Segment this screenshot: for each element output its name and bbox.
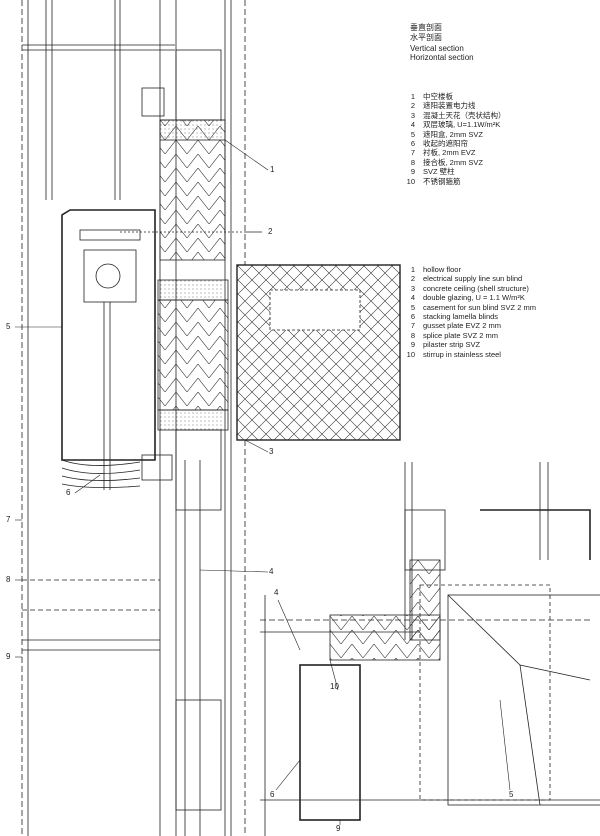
legend-num: 6	[410, 312, 415, 322]
legend-item: 8 splice plate SVZ 2 mm	[400, 331, 536, 340]
legend-text: stacking lamella blinds	[423, 312, 499, 322]
legend-num: 1	[410, 92, 415, 101]
legend-num: 7	[410, 148, 415, 158]
legend-num: 3	[410, 110, 415, 120]
legend-num: 8	[410, 157, 415, 167]
legend-text: 衬板, 2mm EVZ	[423, 148, 476, 158]
legend-item: 5 遮阳盒, 2mm SVZ	[400, 130, 506, 139]
callout-9: 9	[6, 652, 11, 661]
legend-item: 7 衬板, 2mm EVZ	[400, 148, 506, 157]
legend-text: pilaster strip SVZ	[423, 340, 481, 350]
legend-text: splice plate SVZ 2 mm	[423, 330, 499, 340]
legend-num: 1	[410, 265, 415, 274]
callout-5: 5	[6, 322, 11, 331]
legend-text: gusset plate EVZ 2 mm	[423, 321, 501, 331]
legend-text: electrical supply line sun blind	[423, 274, 523, 284]
legend-num: 10	[406, 349, 415, 359]
legend-item: 2 遮阳装置电力线	[400, 101, 506, 110]
legend-num: 2	[410, 101, 415, 111]
callout-8: 8	[6, 575, 11, 584]
legend-text: casement for sun blind SVZ 2 mm	[423, 302, 536, 312]
legend-item: 10 stirrup in stainless steel	[400, 350, 536, 359]
legend-item: 5 casement for sun blind SVZ 2 mm	[400, 303, 536, 312]
legend-num: 9	[410, 340, 415, 350]
callout-3: 3	[269, 447, 274, 456]
legend-item: 4 double glazing, U = 1.1 W/m²K	[400, 293, 536, 302]
legend-text: concrete ceiling (shell structure)	[423, 283, 529, 293]
callout-6: 6	[66, 488, 71, 497]
legend-chinese: 1 中空楼板 2 遮阳装置电力线 3 混凝土天花（壳状结构） 4 双层玻璃, U=1.1…	[400, 92, 506, 186]
legend-item: 1 hollow floor	[400, 265, 536, 274]
legend-item: 10 不锈钢箍筋	[400, 177, 506, 186]
legend-item: 9 SVZ 壁柱	[400, 167, 506, 176]
legend-text: 遮阳装置电力线	[423, 101, 476, 111]
legend-text: hollow floor	[423, 265, 461, 274]
legend-text: stirrup in stainless steel	[423, 349, 501, 359]
callout-2: 2	[268, 227, 273, 236]
legend-item: 1 中空楼板	[400, 92, 506, 101]
legend-text: SVZ 壁柱	[423, 167, 455, 177]
legend-item: 3 concrete ceiling (shell structure)	[400, 284, 536, 293]
legend-item: 8 接合板, 2mm SVZ	[400, 158, 506, 167]
legend-text: 中空楼板	[423, 92, 453, 101]
legend-num: 9	[410, 167, 415, 177]
callout-h-10: 10	[330, 682, 339, 691]
callout-h-9: 9	[336, 824, 341, 833]
legend-text: double glazing, U = 1.1 W/m²K	[423, 293, 525, 303]
legend-num: 4	[410, 293, 415, 303]
legend-item: 7 gusset plate EVZ 2 mm	[400, 321, 536, 330]
legend-num: 8	[410, 330, 415, 340]
legend-text: 混凝土天花（壳状结构）	[423, 110, 506, 120]
callout-7: 7	[6, 515, 11, 524]
legend-num: 5	[410, 302, 415, 312]
legend-text: 不锈钢箍筋	[423, 176, 461, 186]
callout-h-4: 4	[274, 588, 279, 597]
legend-num: 10	[406, 176, 415, 186]
title-cn-horizontal: 水平剖面	[410, 33, 442, 42]
legend-text: 双层玻璃, U=1.1W/m²K	[423, 120, 501, 130]
callout-h-6: 6	[270, 790, 275, 799]
legend-text: 接合板, 2mm SVZ	[423, 157, 484, 167]
callout-h-5: 5	[509, 790, 514, 799]
legend-num: 7	[410, 321, 415, 331]
legend-item: 4 双层玻璃, U=1.1W/m²K	[400, 120, 506, 129]
callout-4: 4	[269, 567, 274, 576]
legend-item: 9 pilaster strip SVZ	[400, 340, 536, 349]
legend-item: 6 收起的遮阳帘	[400, 139, 506, 148]
legend-num: 4	[410, 120, 415, 130]
legend-num: 5	[410, 129, 415, 139]
legend-text: 遮阳盒, 2mm SVZ	[423, 129, 484, 139]
legend-text: 收起的遮阳帘	[423, 139, 468, 149]
legend-item: 6 stacking lamella blinds	[400, 312, 536, 321]
legend-num: 2	[410, 274, 415, 284]
legend-item: 3 混凝土天花（壳状结构）	[400, 111, 506, 120]
title-cn-vertical: 垂直剖面	[410, 23, 442, 32]
title-en-vertical: Vertical section	[410, 44, 464, 53]
legend-num: 3	[410, 283, 415, 293]
legend-item: 2 electrical supply line sun blind	[400, 274, 536, 283]
legend-num: 6	[410, 139, 415, 149]
legend-english: 1 hollow floor 2 electrical supply line su…	[400, 265, 536, 359]
title-en-horizontal: Horizontal section	[410, 53, 474, 62]
callout-1: 1	[270, 165, 275, 174]
